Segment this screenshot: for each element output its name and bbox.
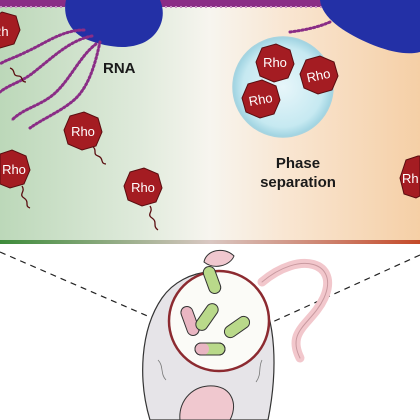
rho-protein-6: Rho [299, 55, 339, 95]
svg-text:Rho: Rho [248, 90, 274, 109]
rho-protein-8: Rh [399, 155, 420, 199]
svg-text:Rh: Rh [402, 171, 419, 186]
svg-text:Rho: Rho [263, 55, 287, 70]
top-band [0, 0, 420, 7]
rho-protein-7: Rho [241, 79, 281, 119]
svg-text:Rho: Rho [305, 66, 331, 86]
panel-base-line [0, 240, 420, 244]
rho-protein-3: Rho [0, 149, 31, 189]
bacterium-2 [180, 306, 200, 336]
gut-zoom-circle [167, 269, 271, 373]
mouse-ear [203, 249, 235, 267]
svg-text:Rh: Rh [0, 24, 9, 39]
rho-protein-1: Rh [0, 11, 21, 49]
phase-separation-label: Phase separation [248, 154, 348, 192]
bacterium-4 [223, 315, 251, 339]
mouse-hindleg [179, 385, 234, 420]
svg-text:Rho: Rho [2, 162, 26, 177]
phase-label-line2: separation [260, 174, 336, 191]
bacteria-pink-tint [194, 342, 226, 356]
rna-label: RNA [103, 60, 136, 77]
bacterium-3 [195, 303, 219, 331]
bacterium-1 [202, 265, 222, 295]
rho-protein-2: Rho [63, 111, 103, 151]
zoom-lines [0, 251, 420, 325]
rho-protein-5: Rho [255, 43, 295, 83]
phase-label-line1: Phase [275, 155, 321, 172]
rna-strands [0, 20, 332, 130]
mouse-tail-outline [261, 262, 329, 359]
rho-protein-4: Rho [123, 167, 163, 207]
mouse-fur-lines [157, 359, 263, 383]
svg-text:Rho: Rho [131, 180, 155, 195]
rna-polymerase-right [320, 0, 420, 54]
svg-text:Rho: Rho [71, 124, 95, 139]
